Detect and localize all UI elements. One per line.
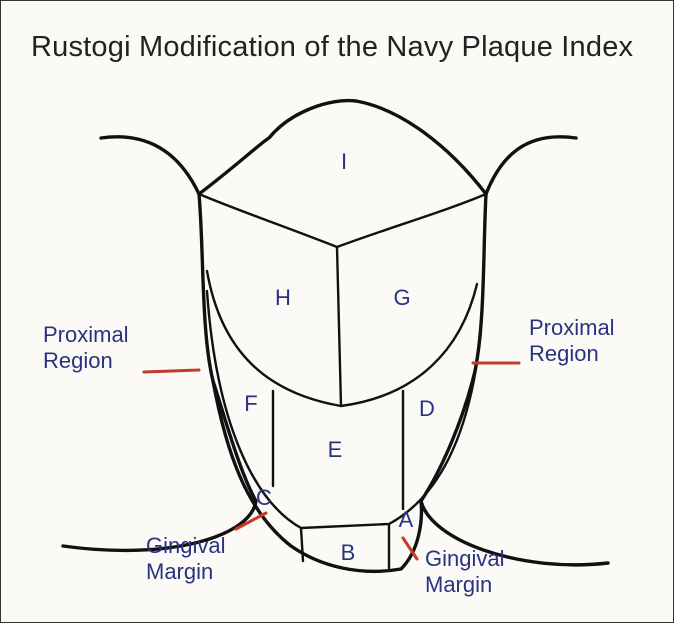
- region-h-label: H: [275, 285, 291, 310]
- region-a-label: A: [399, 507, 414, 532]
- proximal-right-line1: Proximal: [529, 315, 615, 341]
- region-c-label: C: [256, 485, 272, 510]
- proximal-left-leader: [144, 370, 199, 372]
- region-i-label: I: [341, 149, 347, 174]
- divider-h-g: [337, 247, 341, 406]
- region-d-label: D: [419, 396, 435, 421]
- gingival-margin-right-label: Gingival Margin: [425, 546, 504, 598]
- proximal-left-line2: Region: [43, 348, 129, 374]
- proximal-left-line1: Proximal: [43, 322, 129, 348]
- gingival-left-line1: Gingival: [146, 533, 225, 559]
- region-g-label: G: [393, 285, 410, 310]
- gingival-right-line1: Gingival: [425, 546, 504, 572]
- region-f-label: F: [244, 391, 257, 416]
- proximal-right-line2: Region: [529, 341, 615, 367]
- region-b-label: B: [341, 540, 356, 565]
- crown-top-outline: [199, 101, 486, 194]
- divider-i: [199, 194, 486, 247]
- proximal-region-right-label: Proximal Region: [529, 315, 615, 367]
- gingival-right-line2: Margin: [425, 572, 504, 598]
- region-e-label: E: [328, 437, 343, 462]
- proximal-region-left-label: Proximal Region: [43, 322, 129, 374]
- divider-c-b: [301, 528, 303, 561]
- gingival-left-line2: Margin: [146, 559, 225, 585]
- divider-hg-lower: [207, 271, 477, 406]
- gingival-margin-left-label: Gingival Margin: [146, 533, 225, 585]
